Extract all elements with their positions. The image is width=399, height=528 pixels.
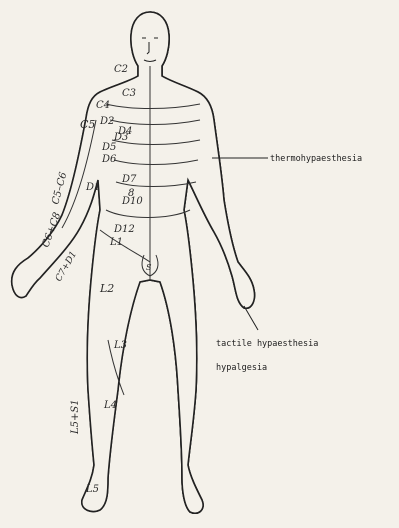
label-d12: D12	[113, 224, 135, 235]
label-d7: D7	[121, 174, 137, 185]
label-d5: D5	[101, 142, 116, 153]
label-l3: L3	[113, 340, 127, 351]
hypalgesia-label: hypalgesia	[216, 363, 267, 373]
label-l5: L5	[85, 484, 99, 495]
label-d6: D6	[101, 154, 117, 165]
label-l2: L2	[99, 282, 114, 295]
label-d1: D1	[85, 182, 100, 193]
label-l1: L1	[109, 237, 123, 248]
label-c5: C5	[80, 118, 95, 131]
label-d2: D2	[99, 116, 114, 127]
thermohypaesthesia-label: thermohypaesthesia	[270, 154, 362, 164]
label-s: S	[146, 263, 152, 272]
label-l4: L4	[103, 400, 117, 411]
tactile-hypaesthesia-label: tactile hypaesthesia	[216, 339, 318, 349]
label-d10: D10	[121, 196, 143, 207]
label-c3: C3	[122, 88, 136, 99]
label-d4: D4	[117, 126, 132, 137]
tactile-leader-line	[244, 306, 258, 330]
label-l5s1: L5+S1	[70, 399, 81, 435]
label-c4: C4	[96, 100, 110, 111]
label-c2: C2	[114, 64, 128, 75]
